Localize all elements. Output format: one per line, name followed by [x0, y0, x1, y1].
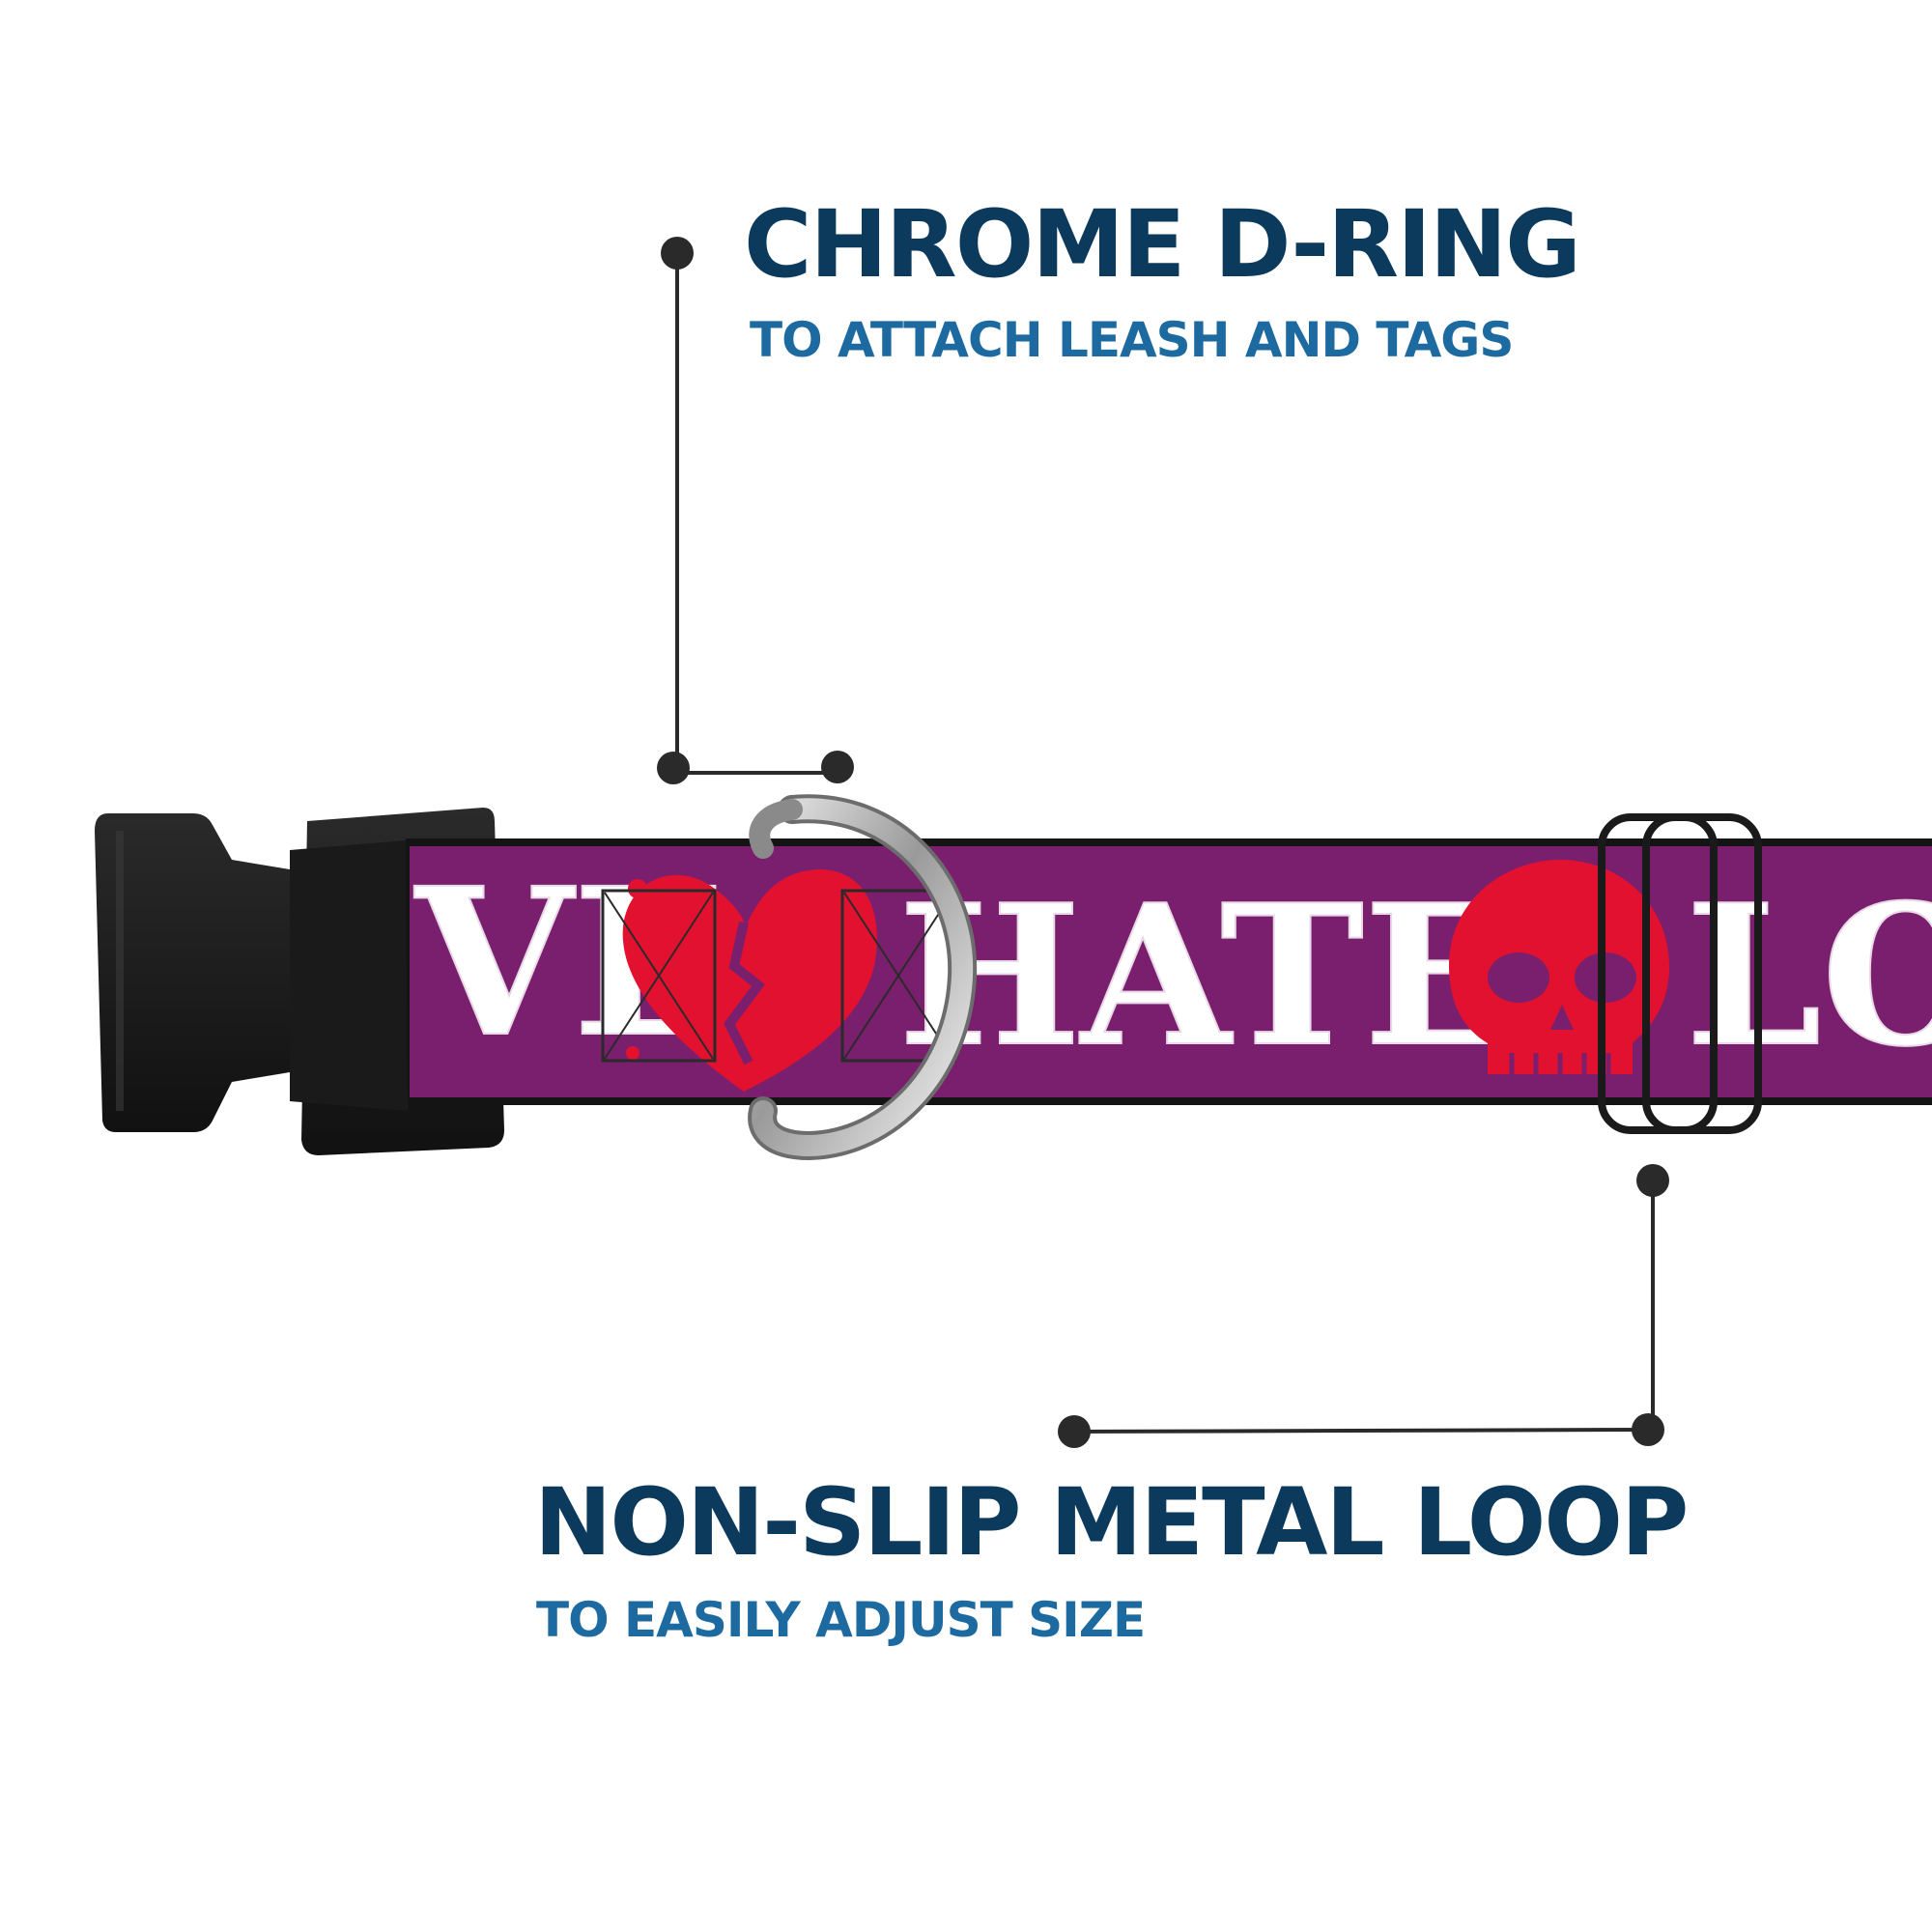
leader-dot	[821, 751, 854, 783]
d-ring	[748, 794, 978, 1161]
stitch-box	[601, 889, 717, 1063]
d-ring-subtitle: TO ATTACH LEASH AND TAGS	[750, 312, 1514, 368]
leader-dot	[657, 752, 690, 784]
metal-loop-leader	[1073, 1180, 1655, 1434]
leader-dot	[1058, 1415, 1091, 1448]
leader-dot	[1632, 1413, 1664, 1446]
buckle-male-part	[95, 813, 290, 1132]
strap-word-lov: LOV	[1686, 863, 1932, 1090]
strap-word-hate: HATE	[898, 863, 1511, 1090]
metal-loop-subtitle: TO EASILY ADJUST SIZE	[536, 1592, 1146, 1648]
metal-loop-title: NON-SLIP METAL LOOP	[534, 1468, 1689, 1577]
leader-dot	[1636, 1164, 1669, 1197]
broken-heart-icon	[622, 869, 877, 1092]
d-ring-leader	[675, 253, 837, 775]
collar-strap: VE HATE	[406, 838, 1932, 1105]
metal-loop	[1598, 813, 1762, 1134]
d-ring-title: CHROME D-RING	[744, 190, 1581, 298]
leader-dot	[661, 237, 694, 270]
